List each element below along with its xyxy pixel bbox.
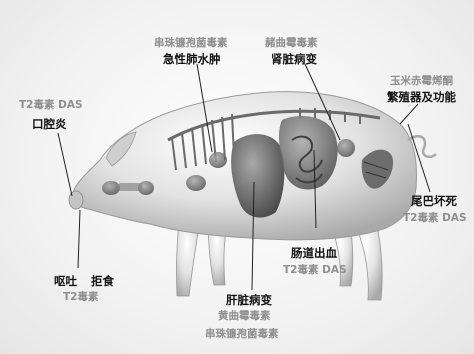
label-fusarium-toxin-top: 串珠镰孢菌毒素	[154, 38, 228, 49]
label-acute-lung-edema: 急性肺水肿	[163, 54, 221, 66]
label-vomit: 呕吐	[54, 276, 77, 288]
label-ochratoxin: 赭曲霉毒素	[265, 38, 318, 49]
label-liver-disease: 肝脏病变	[226, 295, 272, 307]
label-t2-das-intestine: T2毒素 DAS	[283, 265, 347, 276]
label-t2-vomit: T2毒素	[63, 292, 98, 303]
label-zearalenone: 玉米赤霉烯酮	[390, 76, 453, 87]
label-tail-necrosis: 尾巴坏死	[411, 196, 457, 208]
label-aflatoxin: 黄曲霉毒素	[218, 311, 271, 322]
label-t2-das-mouth: T2毒素 DAS	[19, 100, 83, 111]
label-anorexia: 拒食	[91, 276, 114, 288]
label-fusarium-toxin-bottom: 串珠镰孢菌毒素	[205, 329, 279, 340]
label-intestinal-bleeding: 肠道出血	[291, 248, 337, 260]
label-kidney-disease: 肾脏病变	[271, 54, 317, 66]
label-stomatitis: 口腔炎	[32, 119, 67, 131]
label-reproduction: 繁殖器及功能	[387, 92, 456, 104]
label-t2-das-tail: T2毒素 DAS	[403, 213, 467, 224]
